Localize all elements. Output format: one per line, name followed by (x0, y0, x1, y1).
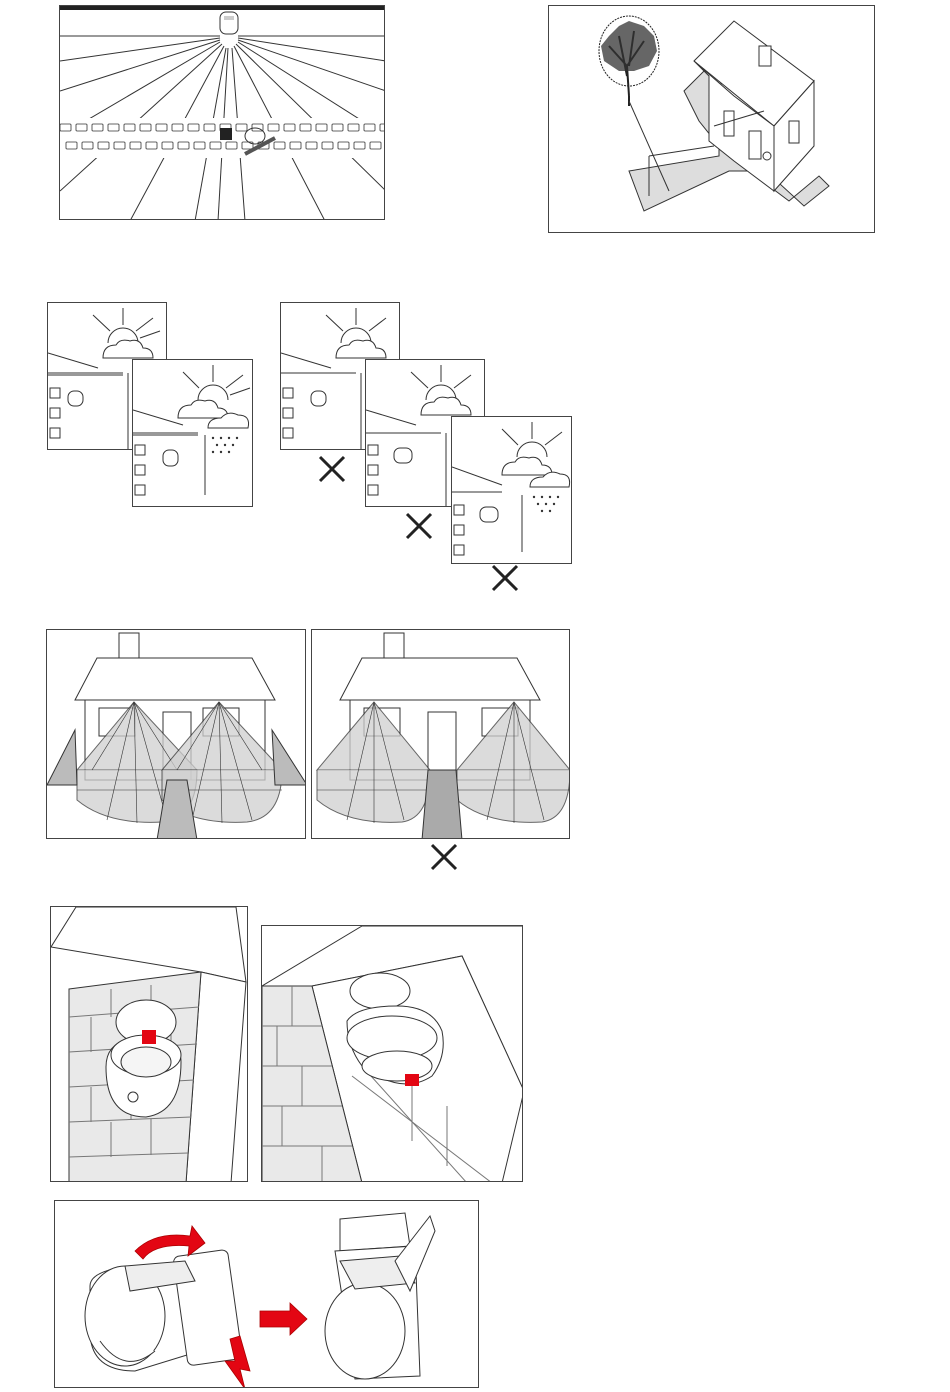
wall-lines (48, 353, 128, 450)
sensor-icon (163, 450, 178, 466)
rain-icon (533, 496, 559, 512)
cloud-icon (421, 397, 471, 415)
cloud-icon (178, 400, 249, 428)
sensor-body (106, 1000, 181, 1117)
sensor-after (325, 1213, 435, 1379)
tree-icon (599, 16, 659, 106)
sensor-before (85, 1249, 243, 1371)
sun-icon (183, 365, 250, 400)
zones-gap-panel (311, 629, 570, 839)
house-tree-panel (548, 5, 875, 233)
red-arrow-icon (260, 1303, 307, 1335)
weather-panel-2c (451, 416, 572, 564)
wall-mount-panel (50, 906, 248, 1182)
cloud-icon (336, 340, 386, 358)
sun-icon (502, 422, 562, 457)
sensor-icon (480, 507, 498, 522)
sun-icon (93, 308, 160, 343)
sun-icon (411, 365, 471, 400)
cross-mark-icon (429, 842, 459, 872)
ceiling-rays-illustration (60, 6, 385, 220)
sensor-icon (68, 391, 83, 406)
sensor-icon (220, 12, 238, 34)
walkway-gap (422, 770, 462, 839)
cloud-icon (502, 457, 570, 487)
ceiling-rays-panel (59, 5, 385, 220)
zones-overlap-panel (46, 629, 306, 839)
cross-mark-icon (317, 454, 347, 484)
cloud-icon (103, 340, 153, 358)
brand-logo (142, 1030, 156, 1044)
weather-panel-1b (132, 359, 253, 507)
sun-icon (326, 308, 386, 343)
ceiling-bar (60, 6, 385, 10)
rotation-panel (54, 1200, 479, 1388)
brand-logo (405, 1074, 419, 1086)
sensor-icon (311, 391, 326, 406)
cross-mark-icon (490, 563, 520, 593)
ceiling-mount-panel (261, 925, 523, 1182)
sensor-icon (394, 448, 412, 463)
cross-mark-icon (404, 511, 434, 541)
rain-icon (212, 437, 238, 453)
house-tree-illustration (549, 6, 875, 233)
